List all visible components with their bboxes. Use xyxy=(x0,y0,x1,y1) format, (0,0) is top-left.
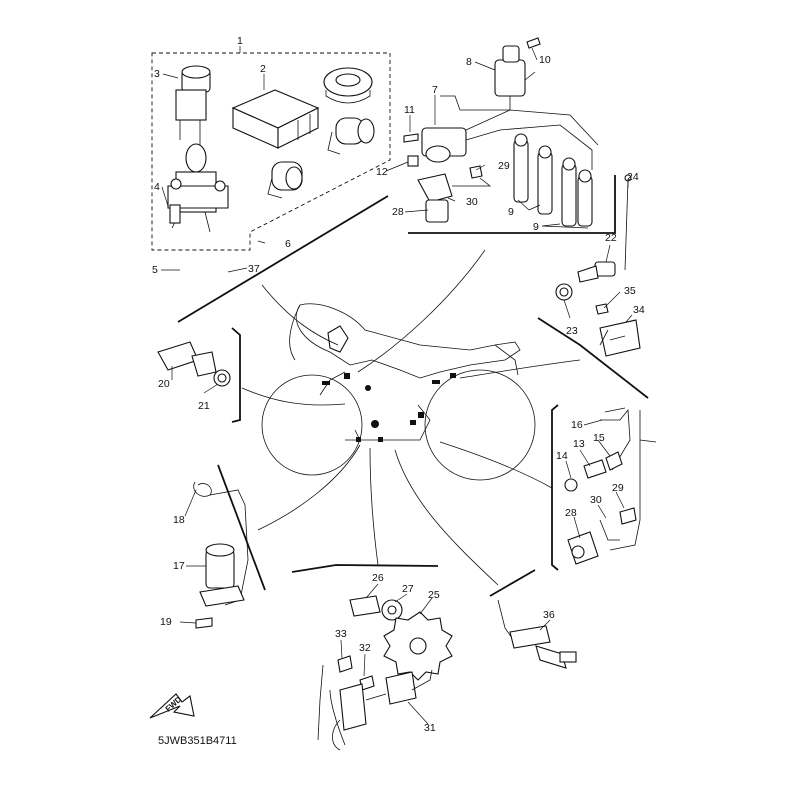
callout-11: 11 xyxy=(404,104,415,116)
callout-27: 27 xyxy=(402,583,414,595)
document-code: 5JWB351B4711 xyxy=(158,735,237,747)
callout-22: 22 xyxy=(605,232,617,244)
callout-29b: 29 xyxy=(612,482,624,494)
callout-26: 26 xyxy=(372,572,384,584)
callout-14: 14 xyxy=(556,450,568,462)
callout-16: 16 xyxy=(571,419,583,431)
callout-18: 18 xyxy=(173,514,185,526)
callout-37: 37 xyxy=(248,263,260,275)
callout-34: 34 xyxy=(633,304,645,316)
callout-9b: 9 xyxy=(533,221,539,233)
callout-19: 19 xyxy=(160,616,172,628)
callout-32: 32 xyxy=(359,642,371,654)
callout-12: 12 xyxy=(376,166,388,178)
callout-33: 33 xyxy=(335,628,347,640)
ignition-coil-group xyxy=(403,37,599,227)
lock-set-group xyxy=(151,52,391,251)
callout-5: 5 xyxy=(152,264,158,276)
callout-23: 23 xyxy=(566,325,578,337)
callout-24: 24 xyxy=(627,171,639,183)
callout-8: 8 xyxy=(466,56,472,68)
callout-2: 2 xyxy=(260,63,266,75)
callout-30a: 30 xyxy=(466,196,478,208)
callout-10: 10 xyxy=(539,54,551,66)
callout-3: 3 xyxy=(154,68,160,80)
callout-21: 21 xyxy=(198,400,210,412)
sensor-group-left xyxy=(157,341,231,387)
leader-curves xyxy=(241,249,581,586)
callout-7: 7 xyxy=(432,84,438,96)
sensor-group-right xyxy=(555,174,641,357)
callout-labels: 1 2 3 4 5 6 37 7 8 9 9 10 11 12 28 29 30… xyxy=(152,35,645,747)
callout-6: 6 xyxy=(285,238,291,250)
callout-leaders xyxy=(161,46,633,725)
callout-28a: 28 xyxy=(392,206,404,218)
callout-20: 20 xyxy=(158,378,170,390)
callout-36: 36 xyxy=(543,609,555,621)
sensor-group-right-lower xyxy=(564,407,657,565)
pickup-group-bottom xyxy=(317,595,453,751)
callout-29a: 29 xyxy=(498,160,510,172)
callout-30b: 30 xyxy=(590,494,602,506)
forward-arrow: FWD xyxy=(149,693,195,719)
motorcycle-silhouette xyxy=(261,303,536,481)
callout-13: 13 xyxy=(573,438,585,450)
callout-28b: 28 xyxy=(565,507,577,519)
callout-17: 17 xyxy=(173,560,185,572)
callout-35: 35 xyxy=(624,285,636,297)
o2-sensor-group xyxy=(497,599,577,669)
callout-31: 31 xyxy=(424,722,436,734)
callout-1: 1 xyxy=(237,35,243,47)
component-markers xyxy=(322,325,456,442)
callout-9a: 9 xyxy=(508,206,514,218)
callout-4: 4 xyxy=(154,181,160,193)
callout-25: 25 xyxy=(428,589,440,601)
group-borders xyxy=(177,175,649,597)
relay-group-left xyxy=(193,481,249,629)
callout-15: 15 xyxy=(593,432,605,444)
